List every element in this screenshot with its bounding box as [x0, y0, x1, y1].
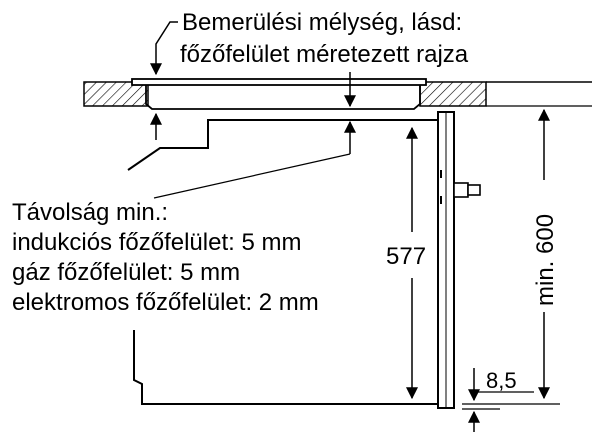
distance-note-line-2: indukciós főzőfelület: 5 mm: [12, 229, 301, 256]
bottom-offset-label: 8,5: [486, 368, 517, 393]
niche-height-dimension: [462, 108, 560, 405]
distance-note-line-1: Távolság min.:: [12, 199, 168, 226]
oven-door: [437, 111, 455, 409]
distance-note-line-3: gáz főzőfelület: 5 mm: [12, 259, 240, 286]
hob: [131, 78, 427, 110]
oven-height-label: 577: [386, 243, 426, 270]
distance-leader: [153, 120, 356, 199]
callout-line-1: Bemerülési mélység, lásd:: [182, 9, 462, 36]
bottom-offset-dimension: [462, 368, 534, 432]
countertop-left: [83, 81, 149, 107]
distance-note-line-4: elektromos főzőfelület: 2 mm: [12, 289, 319, 316]
countertop-right: [419, 81, 487, 107]
callout-leader: [150, 21, 178, 76]
niche-height-label: min. 600: [532, 214, 559, 306]
control-knob: [453, 182, 481, 198]
callout-line-2: főzőfelület méretezett rajza: [180, 41, 469, 68]
